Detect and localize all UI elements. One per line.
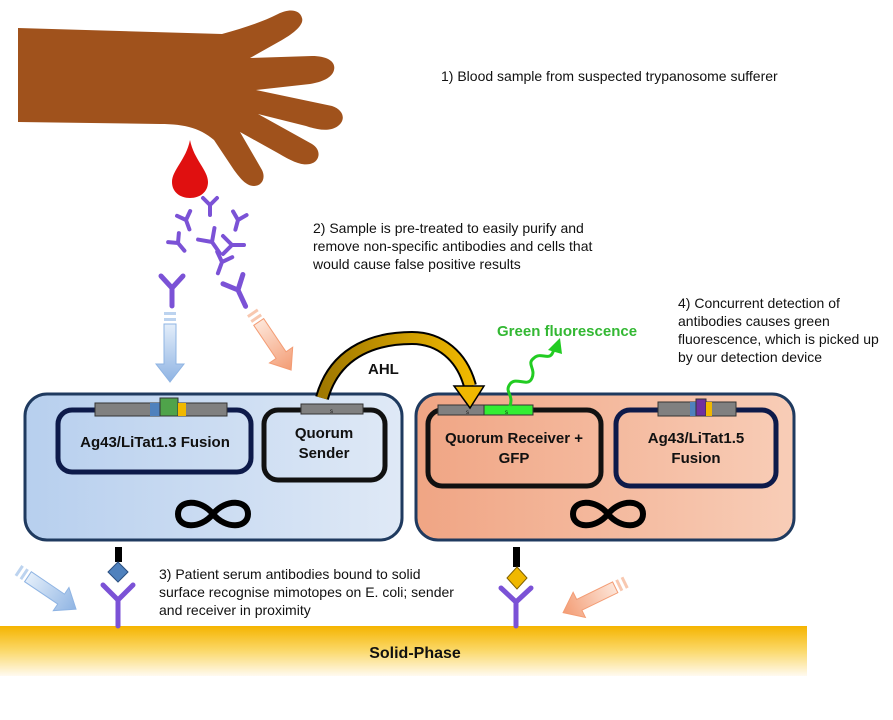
purified-antibody-arrow-orange xyxy=(247,308,294,371)
step-1-text: 1) Blood sample from suspected trypanoso… xyxy=(441,68,778,84)
step-4-text: 4) Concurrent detection of antibodies ca… xyxy=(678,295,879,365)
left-bound-antibody xyxy=(100,547,136,629)
solid-phase-band xyxy=(0,626,807,676)
green-fluorescence-label: Green fluorescence xyxy=(497,323,637,340)
svg-text:s: s xyxy=(505,410,508,416)
right-bottom-arrow xyxy=(562,576,629,619)
left-infinity-icon xyxy=(174,499,252,529)
solid-phase-label: Solid-Phase xyxy=(369,645,461,662)
quorum-sender-label: Quorum Sender xyxy=(294,425,354,462)
sender-cell xyxy=(23,392,404,542)
receiver-cell xyxy=(414,392,796,542)
svg-text:s: s xyxy=(466,410,469,416)
left-bottom-arrow xyxy=(14,565,77,612)
quorum-receiver-gfp-gene-bar: s s xyxy=(437,404,534,416)
ag43-litat15-fusion-label: Ag43/LiTat1.5 Fusion xyxy=(647,430,745,467)
step-3-text: 3) Patient serum antibodies bound to sol… xyxy=(159,566,454,618)
right-bound-antibody xyxy=(498,547,534,629)
ahl-label: AHL xyxy=(368,361,399,378)
svg-text:s: s xyxy=(330,409,333,415)
right-infinity-icon xyxy=(569,499,647,529)
quorum-sender-gene-bar: s xyxy=(300,403,364,415)
antibody-cluster xyxy=(158,196,249,309)
ag43-litat15-gene-bar xyxy=(657,398,737,417)
ag43-litat13-fusion-label: Ag43/LiTat1.3 Fusion xyxy=(80,434,230,451)
green-fluorescence-arrow xyxy=(506,338,562,407)
quorum-receiver-label: Quorum Receiver + GFP xyxy=(445,430,583,467)
hand-illustration xyxy=(18,10,343,186)
ag43-litat13-gene-bar xyxy=(94,397,228,417)
ahl-signal-arrow xyxy=(315,330,486,410)
blood-drop-icon xyxy=(172,140,208,198)
step-2-text: 2) Sample is pre-treated to easily purif… xyxy=(313,220,593,272)
purified-antibody-arrow-blue xyxy=(154,312,186,383)
